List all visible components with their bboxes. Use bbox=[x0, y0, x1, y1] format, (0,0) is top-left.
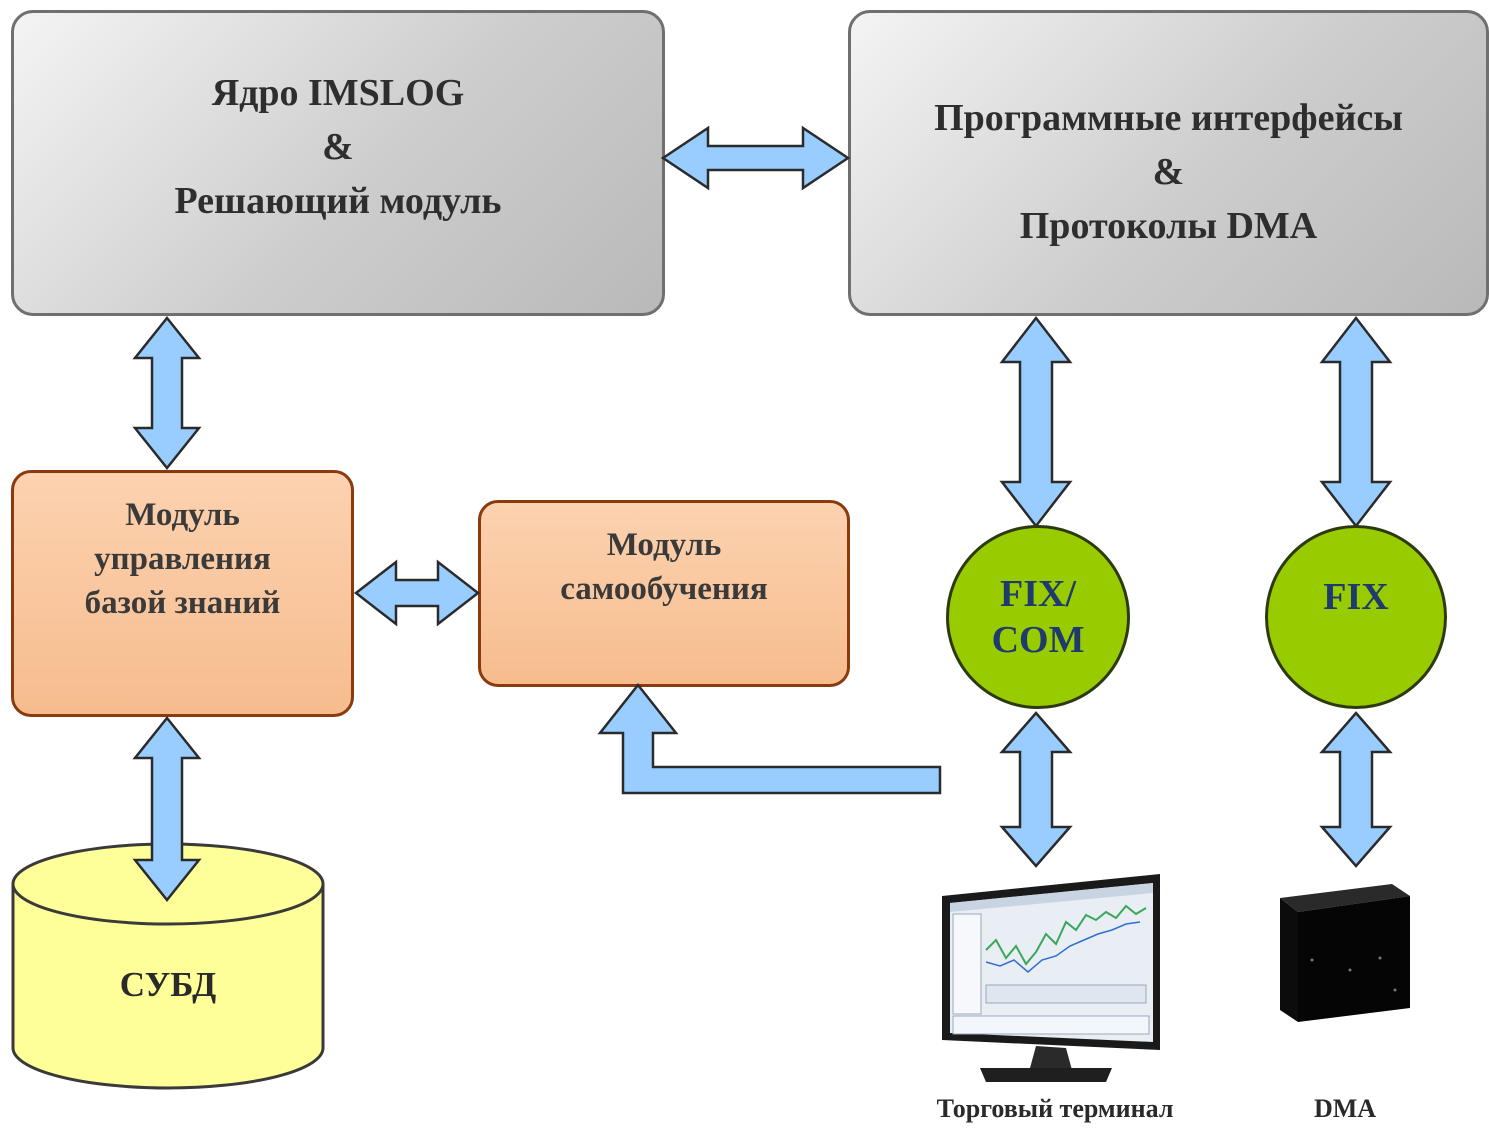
trading-terminal-icon bbox=[942, 874, 1160, 1082]
kb-module-line1: Модуль bbox=[125, 497, 240, 533]
core-title: Ядро IMSLOG bbox=[211, 72, 465, 114]
dma-server-icon bbox=[1280, 884, 1410, 1022]
kb-module-box: Модуль управления базой знаний bbox=[11, 470, 354, 717]
fix-com-line1: FIX/ bbox=[1000, 573, 1076, 615]
dbms-cylinder bbox=[11, 842, 325, 1090]
interfaces-title: Программные интерфейсы bbox=[934, 97, 1403, 139]
arrow-core-kb bbox=[132, 315, 202, 471]
learning-module-box: Модуль самообучения bbox=[478, 500, 850, 687]
core-box: Ядро IMSLOG & Решающий модуль bbox=[11, 10, 665, 316]
arrow-terminal-learning bbox=[597, 682, 942, 795]
interfaces-ampersand: & bbox=[1152, 151, 1185, 193]
terminal-caption: Торговый терминал bbox=[936, 1094, 1174, 1123]
arrow-interfaces-fix bbox=[1319, 315, 1393, 529]
kb-module-line2: управления bbox=[94, 541, 271, 577]
learning-module-line1: Модуль bbox=[606, 527, 722, 563]
arrow-fixcom-terminal bbox=[999, 711, 1073, 868]
fix-label: FIX bbox=[1323, 576, 1389, 618]
fix-node: FIX bbox=[1265, 525, 1447, 709]
interfaces-box: Программные интерфейсы & Протоколы DMA bbox=[848, 10, 1489, 316]
arrow-fix-dma bbox=[1319, 711, 1393, 868]
interfaces-subtitle: Протоколы DMA bbox=[1019, 205, 1318, 247]
core-subtitle: Решающий модуль bbox=[174, 180, 502, 222]
fix-com-line2: COM bbox=[991, 619, 1085, 661]
core-ampersand: & bbox=[322, 126, 354, 168]
arrow-kb-learning bbox=[353, 559, 481, 627]
kb-module-line3: базой знаний bbox=[84, 585, 281, 621]
arrow-core-interfaces bbox=[660, 125, 851, 191]
dbms-label: СУБД bbox=[119, 965, 217, 1004]
arrow-kb-dbms bbox=[132, 715, 202, 903]
dma-caption: DMA bbox=[1313, 1094, 1377, 1123]
fix-com-node: FIX/ COM bbox=[946, 525, 1130, 709]
learning-module-line2: самообучения bbox=[560, 571, 768, 607]
arrow-interfaces-fixcom bbox=[999, 315, 1073, 529]
